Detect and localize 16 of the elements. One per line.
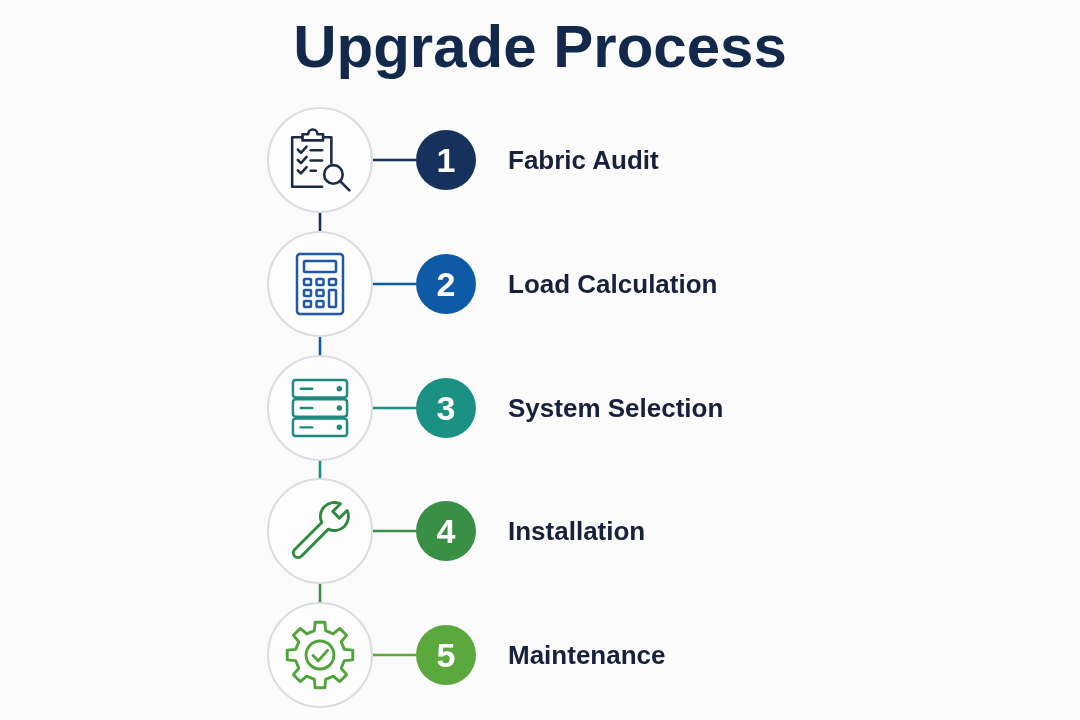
- step-number-circle: 4: [416, 501, 476, 561]
- step-number-circle: 5: [416, 625, 476, 685]
- connector-line: [373, 653, 416, 657]
- connector-line: [373, 529, 416, 533]
- step-label: Maintenance: [508, 639, 666, 672]
- title: Upgrade Process: [293, 12, 787, 82]
- connector-line: [373, 406, 416, 410]
- step-label: System Selection: [508, 392, 724, 425]
- step-label: Fabric Audit: [508, 144, 659, 177]
- step-number-circle: 3: [416, 378, 476, 438]
- connector-line: [373, 158, 416, 162]
- step-number-circle: 1: [416, 130, 476, 190]
- step-label: Load Calculation: [508, 268, 718, 301]
- connector-line: [373, 282, 416, 286]
- step-number-circle: 2: [416, 254, 476, 314]
- step-label: Installation: [508, 515, 646, 548]
